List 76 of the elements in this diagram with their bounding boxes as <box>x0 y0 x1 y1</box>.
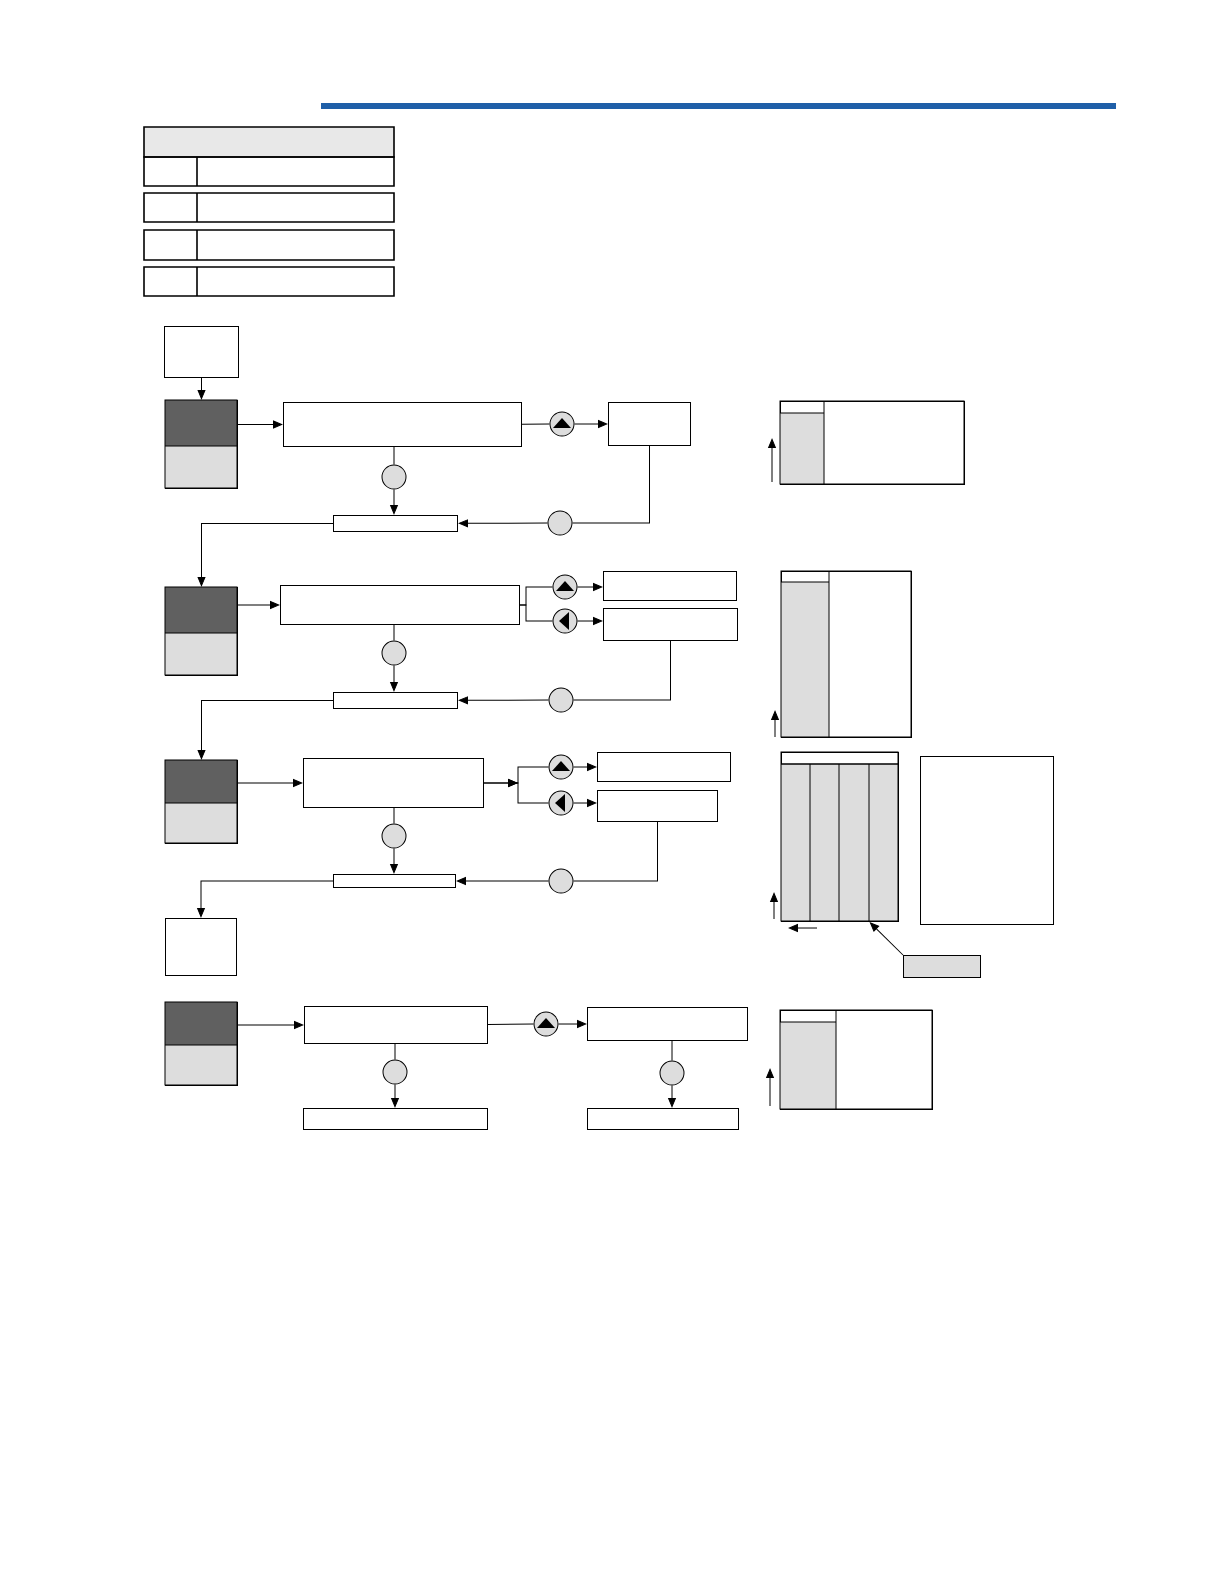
connector-line <box>572 445 650 524</box>
arrow <box>577 617 603 625</box>
process-box <box>603 571 737 601</box>
process-box <box>283 402 522 447</box>
arrow <box>483 779 549 804</box>
arrow <box>390 848 398 874</box>
result-bar <box>333 692 458 709</box>
arrow <box>391 1084 399 1108</box>
arrow <box>456 877 549 885</box>
left-button <box>552 608 578 634</box>
display-panel <box>779 400 965 485</box>
arrow <box>573 799 597 807</box>
connector-line <box>394 1043 396 1060</box>
connector-line <box>671 1040 673 1061</box>
leader-line <box>869 922 904 956</box>
connector-line <box>573 821 658 882</box>
left-button <box>548 790 574 816</box>
connector-circle <box>381 823 407 849</box>
key-box <box>164 1001 238 1086</box>
process-box <box>165 918 237 976</box>
process-box <box>597 752 731 782</box>
arrow <box>577 583 603 591</box>
key-box <box>164 586 238 676</box>
arrow <box>197 523 334 587</box>
connector-line <box>487 1023 534 1025</box>
connector-circle <box>548 687 574 713</box>
arrow <box>574 420 608 428</box>
process-box <box>597 790 718 822</box>
up-button <box>552 574 578 600</box>
key-box <box>164 399 238 489</box>
result-bar <box>303 1108 488 1130</box>
process-box <box>304 1006 488 1044</box>
up-button <box>549 411 575 437</box>
arrow <box>237 420 283 429</box>
result-bar <box>587 1108 739 1130</box>
arrow <box>390 489 398 515</box>
arrow <box>237 779 303 787</box>
process-box <box>280 585 520 625</box>
result-bar <box>333 515 458 532</box>
process-box <box>164 326 239 378</box>
result-bar <box>333 874 456 888</box>
connector-line <box>521 423 550 425</box>
connector-line <box>573 640 671 701</box>
arrow <box>197 377 206 400</box>
arrow <box>558 1020 587 1028</box>
display-panel <box>779 1009 933 1110</box>
arrow <box>197 880 334 918</box>
process-box <box>608 402 691 446</box>
connector-line <box>393 624 395 641</box>
connector-circle <box>382 1059 408 1085</box>
connector-circle <box>548 868 574 894</box>
connector-line <box>519 604 553 622</box>
arrow <box>458 519 548 528</box>
callout-box <box>903 955 981 978</box>
display-panel <box>780 570 912 738</box>
up-button <box>548 754 574 780</box>
process-box <box>920 756 1054 925</box>
arrow <box>237 1021 304 1029</box>
arrow <box>390 665 398 692</box>
process-box <box>587 1007 748 1041</box>
up-button <box>533 1011 559 1037</box>
connector-circle <box>547 510 573 536</box>
connector-line <box>393 446 395 465</box>
connector-circle <box>659 1060 685 1086</box>
arrow <box>197 700 334 760</box>
connector-circle <box>381 464 407 490</box>
key-box <box>164 759 238 844</box>
arrow <box>458 696 549 705</box>
display-panel <box>780 751 899 922</box>
connector-line <box>393 807 395 824</box>
connector-circle <box>381 640 407 666</box>
arrow <box>668 1085 676 1108</box>
process-box <box>603 608 738 641</box>
process-box <box>303 758 484 808</box>
arrow <box>573 763 597 771</box>
arrow <box>237 601 280 609</box>
